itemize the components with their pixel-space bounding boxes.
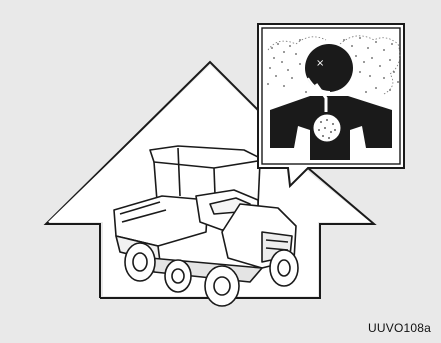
- figure-code-label: UUVO108a: [368, 321, 431, 335]
- svg-text:×: ×: [316, 58, 324, 69]
- exhaust-poisoning-warning-icon: ×: [258, 24, 404, 186]
